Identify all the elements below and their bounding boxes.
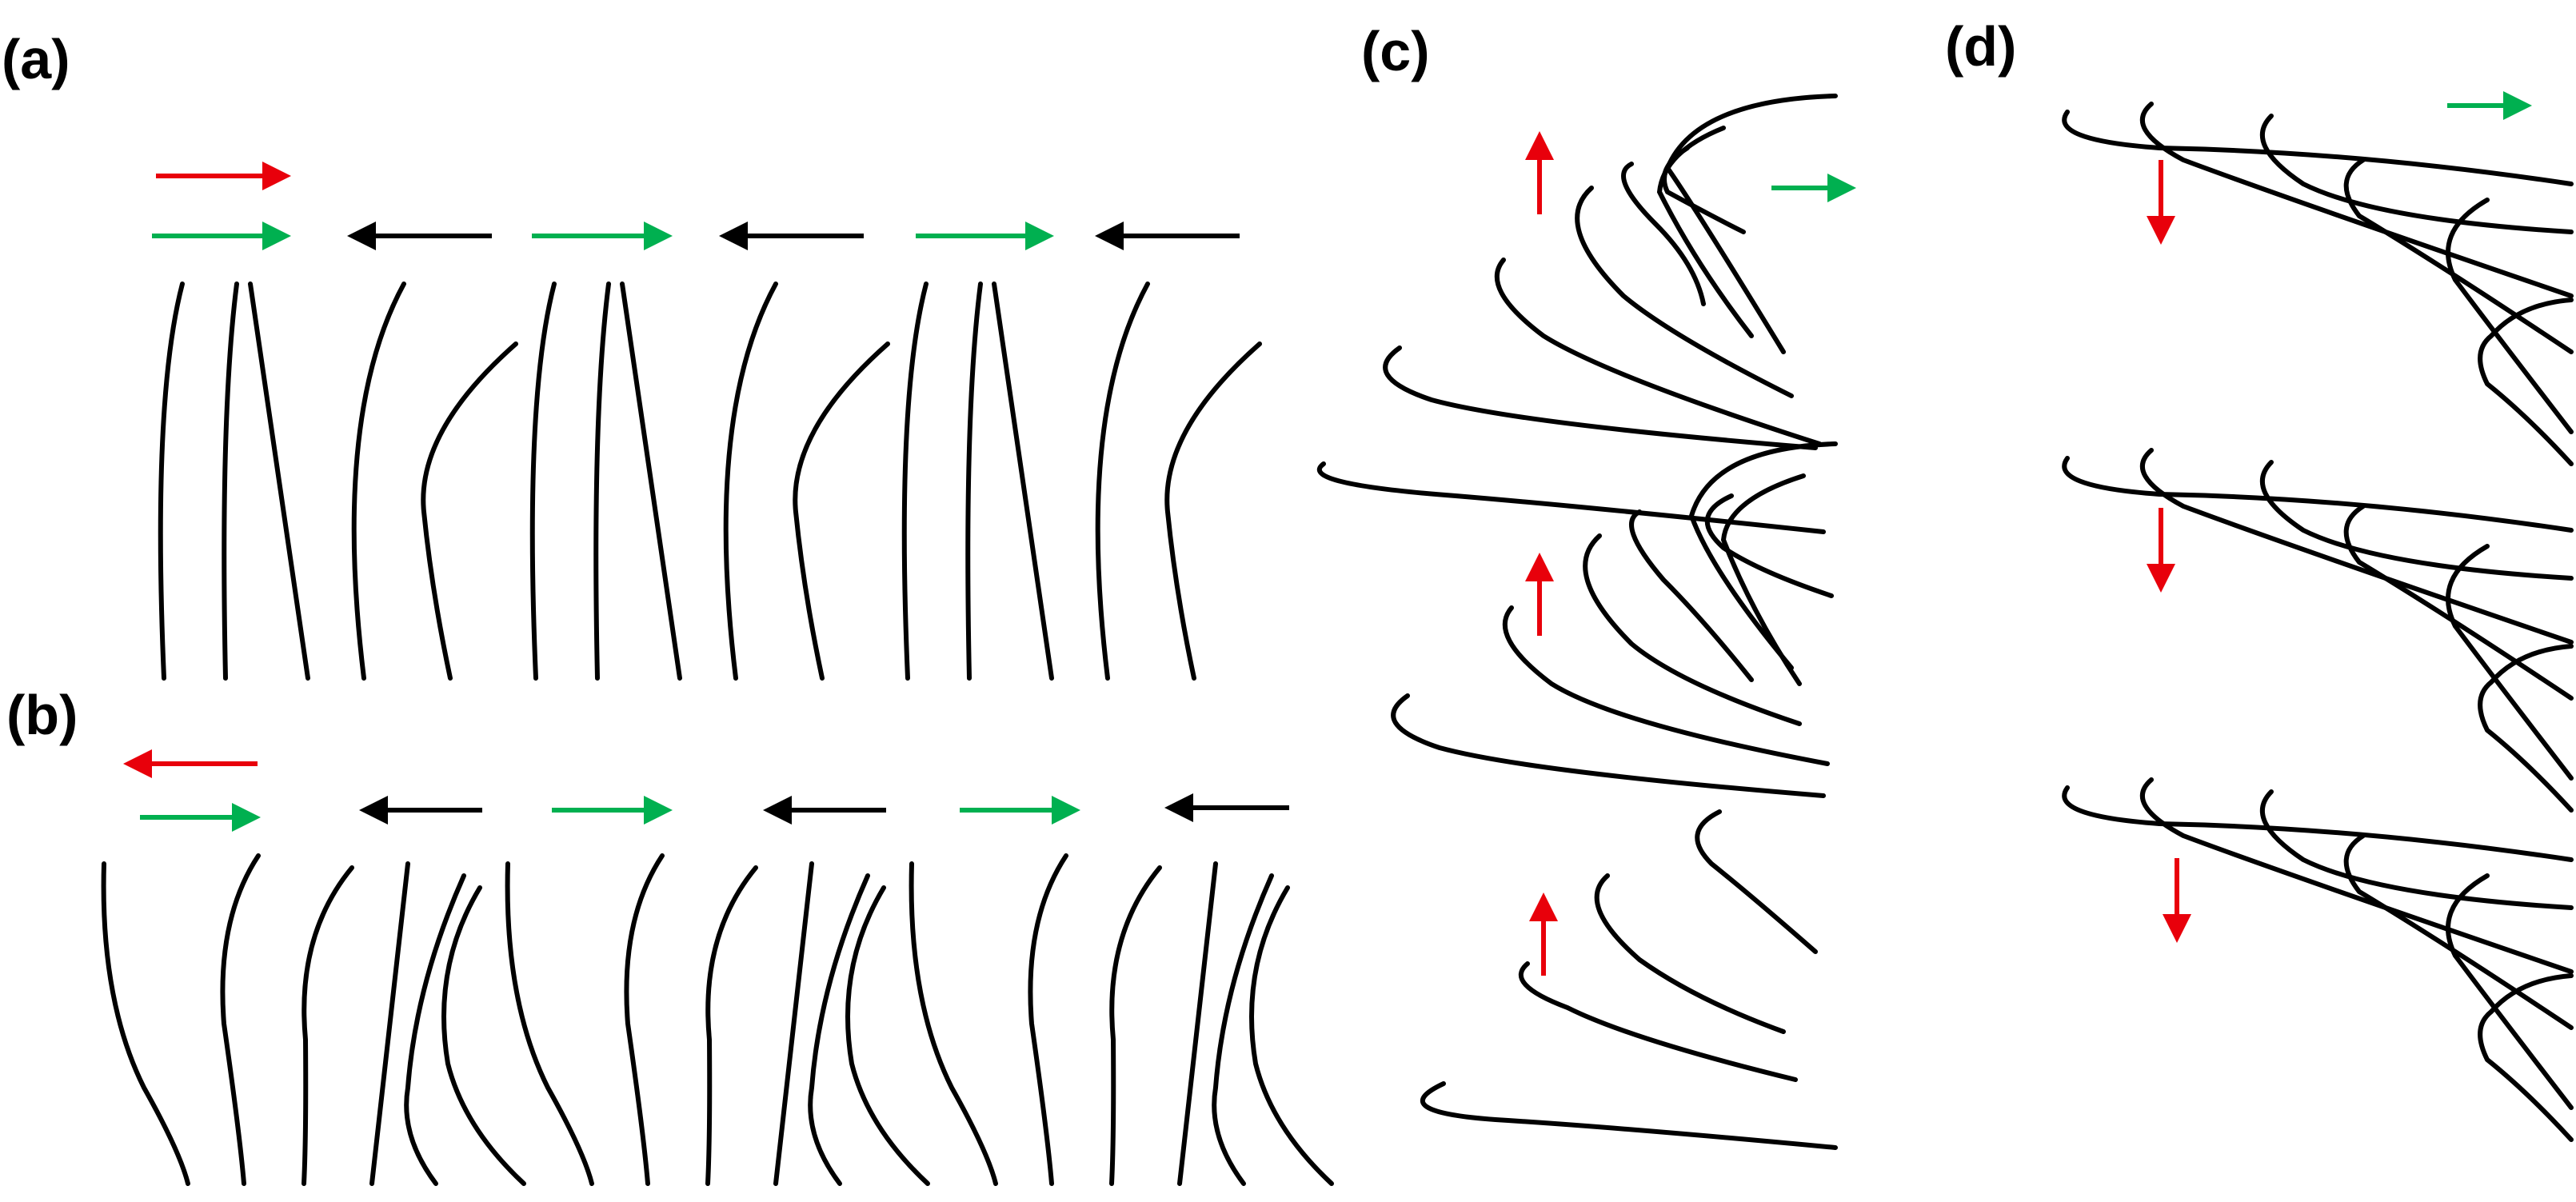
panel-b-unit	[505, 853, 930, 1186]
panel-d-cluster	[2062, 777, 2574, 1142]
panel-label-a: (a)	[2, 28, 70, 90]
panel-a-unit	[529, 282, 890, 681]
panel-d-cluster	[2062, 448, 2574, 813]
panel-label-d: (d)	[1945, 15, 2016, 78]
panel-d-curves	[2062, 102, 2574, 1142]
panel-d-cluster	[2062, 102, 2574, 466]
panel-c-arrows	[1525, 131, 1856, 976]
panel-label-b: (b)	[6, 684, 78, 746]
panel-label-c: (c)	[1361, 20, 1430, 82]
panel-b-unit	[101, 853, 526, 1186]
panel-c-cluster	[1316, 94, 1838, 534]
panel-c-cluster	[1391, 441, 1838, 798]
panel-a-unit	[158, 282, 518, 681]
panel-d-arrows	[2147, 91, 2532, 943]
panel-b-unit	[909, 853, 1334, 1186]
panel-a-unit	[901, 282, 1262, 681]
panel-c-curves	[1316, 94, 1838, 1150]
panel-c-cluster	[1420, 809, 1838, 1150]
panel-a-arrows	[152, 162, 1240, 250]
panel-b-curves	[101, 853, 1334, 1186]
panel-a-curves	[158, 282, 1262, 681]
panel-b-arrows	[123, 749, 1289, 832]
